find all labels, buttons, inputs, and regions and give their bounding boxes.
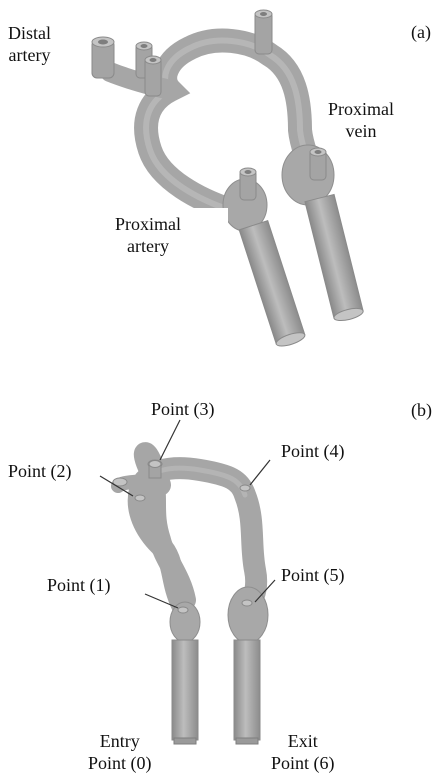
leader-point-4: [250, 460, 270, 485]
exit-point-label: Exit Point (6): [271, 730, 335, 774]
proximal-artery-label: Proximal artery: [115, 213, 181, 257]
proximal-vein-label: Proximal vein: [328, 98, 394, 142]
point-4-label: Point (4): [281, 440, 345, 462]
exit-point-label-line2: Point (6): [271, 752, 335, 774]
entry-point-label-line1: Entry: [88, 730, 152, 752]
proximal-vein-label-line1: Proximal: [328, 98, 394, 120]
entry-point-label: Entry Point (0): [88, 730, 152, 774]
proximal-vein-label-line2: vein: [328, 120, 394, 142]
exit-point-label-line1: Exit: [271, 730, 335, 752]
leader-point-3: [160, 420, 180, 460]
model-b: [113, 453, 268, 744]
panel-b-label: (b): [411, 400, 432, 421]
point-5-label: Point (5): [281, 564, 345, 586]
model-a: [92, 10, 364, 349]
point-1-label: Point (1): [47, 574, 111, 596]
panel-a-label: (a): [411, 22, 431, 43]
proximal-artery-label-line2: artery: [115, 235, 181, 257]
distal-artery-label: Distal artery: [8, 22, 51, 66]
proximal-artery-label-line1: Proximal: [115, 213, 181, 235]
entry-point-label-line2: Point (0): [88, 752, 152, 774]
point-3-label: Point (3): [151, 398, 215, 420]
point-2-label: Point (2): [8, 460, 72, 482]
distal-artery-label-line1: Distal: [8, 22, 51, 44]
distal-artery-label-line2: artery: [8, 44, 51, 66]
